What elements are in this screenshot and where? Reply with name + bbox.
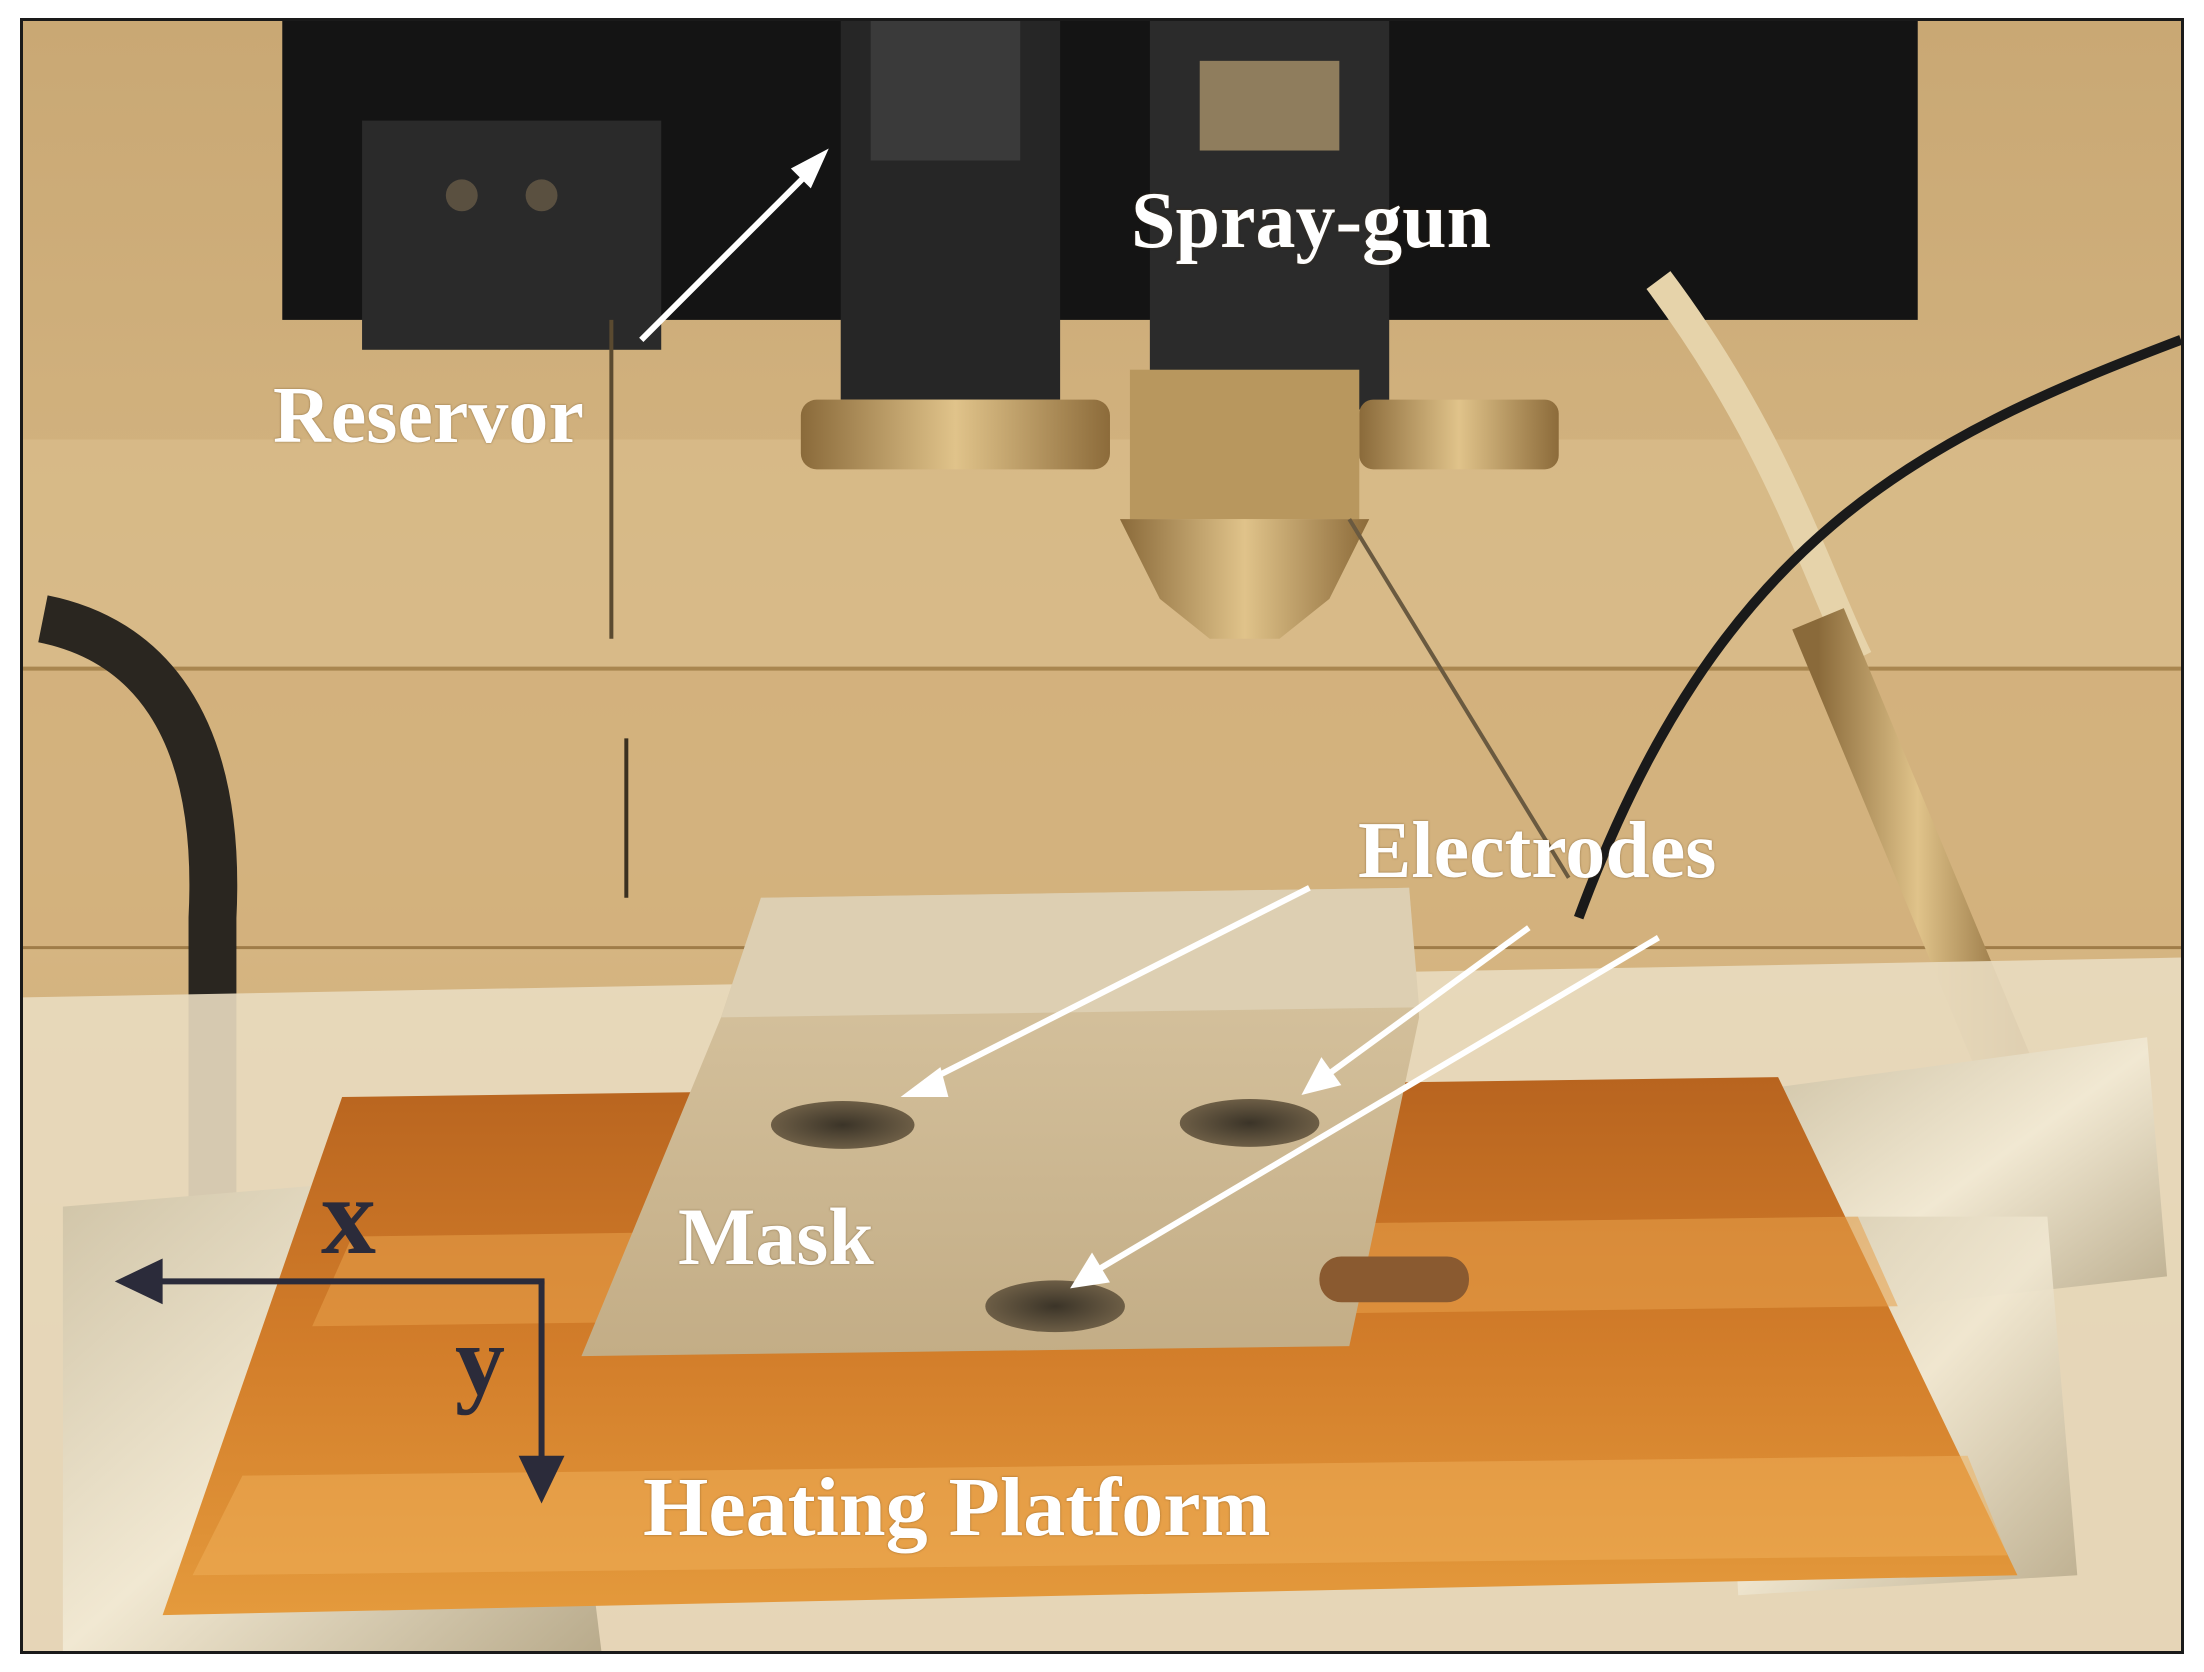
label-mask: Mask: [678, 1191, 874, 1282]
cable-left: [37, 595, 238, 1197]
lab-setup-photo: [23, 21, 2181, 1651]
brass-fitting-left: [800, 399, 1110, 470]
arrow-head: [790, 148, 829, 189]
coordinate-axes: [114, 1258, 565, 1504]
arrow-reservor: [639, 168, 813, 342]
annotation-arrows: [639, 148, 1660, 1289]
electrode-hole: [770, 1101, 915, 1149]
x-axis-arrowhead: [114, 1258, 163, 1305]
tape-strip: [192, 1455, 2008, 1576]
mask-pin: [1319, 1256, 1469, 1303]
label-electrodes: Electrodes: [1358, 807, 1717, 895]
screw: [525, 179, 558, 212]
thin-wire: [1347, 518, 1571, 879]
photo-figure: Spray-gun Reservor Electrodes Mask Heati…: [20, 18, 2184, 1654]
screw: [445, 179, 478, 212]
arrow-head: [900, 1067, 949, 1098]
label-spray-gun: Spray-gun: [1131, 177, 1492, 265]
electrode-hole: [1179, 1099, 1320, 1147]
spray-gun-collar: [1199, 60, 1340, 151]
mask-top-ledge: [721, 887, 1420, 1018]
label-reservor: Reservor: [273, 372, 584, 460]
nozzle-body: [1129, 369, 1360, 520]
left-block: [362, 120, 662, 350]
arrow-electrode-1: [924, 885, 1311, 1085]
y-axis-arrowhead: [518, 1455, 565, 1504]
label-heating-platform: Heating Platform: [643, 1461, 1271, 1554]
brass-fitting-right: [1359, 399, 1559, 470]
axis-label-y: y: [455, 1305, 505, 1416]
nozzle-tip: [1119, 519, 1370, 639]
arrow-electrode-2: [1322, 925, 1531, 1080]
cable-black-right: [1573, 335, 2181, 920]
arrow-head: [1301, 1057, 1342, 1096]
axis-label-x: x: [321, 1155, 376, 1277]
reservoir-cap: [870, 21, 1021, 161]
electrode-hole: [985, 1280, 1125, 1333]
arrow-head: [1070, 1252, 1110, 1289]
arrow-electrode-3: [1093, 935, 1660, 1274]
